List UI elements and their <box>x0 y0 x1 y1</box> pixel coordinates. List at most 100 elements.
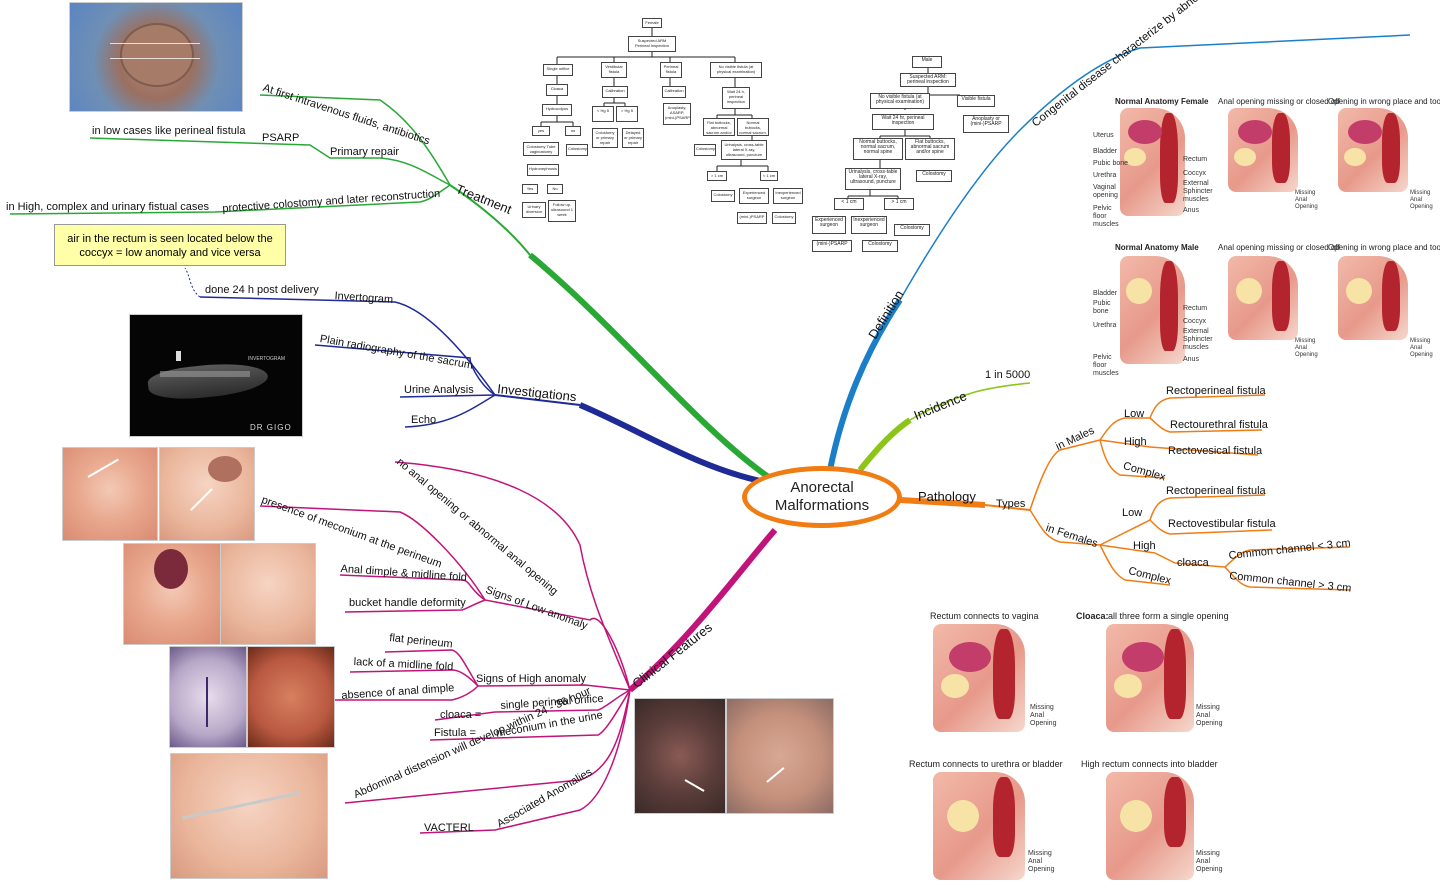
fc-normal-buttocks: Normal buttocks, normal sacrum, normal s… <box>737 118 769 136</box>
fc-male-gt-1cm: > 1 cm <box>884 198 914 210</box>
pelvis-missing-male <box>1228 256 1298 340</box>
pathology-male-high[interactable]: High <box>1124 436 1147 448</box>
fc-male-colostomy-a: Colostomy <box>916 170 952 182</box>
flat-perineum-photo <box>169 646 247 748</box>
clinical-vacterl[interactable]: VACTERL <box>424 822 474 834</box>
invertogram-note: air in the rectum is seen located below … <box>54 224 286 266</box>
branch-incidence <box>857 417 912 472</box>
treatment-low-cases[interactable]: in low cases like perineal fistula <box>92 125 246 137</box>
pelvis-rectum-urethra <box>933 772 1025 880</box>
fc-male-flat: Flat buttocks, abnormal sacrum and/or sp… <box>905 138 955 160</box>
fc-vestibular: Vestibular fistula <box>601 62 627 78</box>
pathology-label[interactable]: Pathology <box>918 489 976 504</box>
branch-treatment <box>528 252 772 481</box>
anat-title-wrong-f: Opening in wrong place and too small <box>1328 97 1440 106</box>
fc-wait-24: Wait 24 h, perineal inspection <box>722 87 750 109</box>
fc-perineal: Perineal fistula <box>660 62 682 78</box>
anat-title-male: Normal Anatomy Male <box>1115 243 1199 252</box>
lbl-urethra-m: Urethra <box>1093 322 1117 329</box>
pathology-cloaca[interactable]: cloaca <box>1177 557 1209 569</box>
pathology-male-rectourethral[interactable]: Rectourethral fistula <box>1170 419 1268 431</box>
central-topic-line2: Malformations <box>774 497 870 514</box>
fc-colostomy-b: Colostomy <box>566 144 588 156</box>
pathology-female-high[interactable]: High <box>1133 540 1156 552</box>
lbl-coccyx-m: Coccyx <box>1183 318 1206 325</box>
high-anomaly-photo <box>247 646 335 748</box>
clinical-bucket-handle[interactable]: bucket handle deformity <box>349 597 466 609</box>
xray-caption: INVERTOGRAM <box>248 356 286 362</box>
clinical-high-anomaly[interactable]: Signs of High anomaly <box>476 673 587 685</box>
fc-gt-1cm: > 1 cm <box>707 171 727 181</box>
pathology-male-rectoperineal[interactable]: Rectoperineal fistula <box>1166 385 1266 397</box>
surgery-photo <box>69 2 243 112</box>
fc-cloaca: Cloaca <box>546 84 568 96</box>
fc-male-colostomy-c: Colostomy <box>862 240 898 252</box>
lbl-pelvic-floor-f: Pelvic floor muscles <box>1093 205 1119 228</box>
fc-colostomy-primary: Colostomy or primary repair <box>592 128 618 148</box>
fc-yes-2: Yes <box>522 184 538 194</box>
fc-no-visible: No visible fistula (at physical examinat… <box>710 62 762 78</box>
central-topic[interactable]: Anorectal Malformations <box>742 466 902 528</box>
investigations-24h[interactable]: done 24 h post delivery <box>205 284 319 296</box>
branch-pathology <box>899 497 986 508</box>
lbl-anus-m: Anus <box>1183 356 1199 363</box>
fc-male-suspected: Suspected ARM: perineal inspection <box>900 73 956 87</box>
anal-dimple-photo <box>123 543 221 645</box>
treatment-psarp[interactable]: PSARP <box>262 132 300 144</box>
lbl-missing-f2: Missing Anal Opening <box>1410 190 1433 210</box>
fc-urinalysis: Urinalysis, cross-table lateral X-ray, u… <box>721 140 767 160</box>
investigations-echo[interactable]: Echo <box>411 414 437 426</box>
branch-treatment-underline <box>449 184 531 256</box>
lbl-missing-b2: Missing Anal Opening <box>1196 704 1223 727</box>
fc-male-normal: Normal buttocks, normal sacrum, normal s… <box>853 138 903 160</box>
treatment-primary-repair[interactable]: Primary repair <box>330 146 400 158</box>
lbl-sphincter-f: External Sphincter muscles <box>1183 180 1213 203</box>
fc-lt-1cm: < 1 cm <box>760 171 778 181</box>
pathology-male-rectovesical[interactable]: Rectovesical fistula <box>1168 445 1263 457</box>
anat-vagina-title: Rectum connects to vagina <box>930 611 1039 621</box>
fc-mini-psarp: (mini-)PSARP <box>737 212 767 224</box>
fc-male-anoplasty: Anoplasty or (mini-)PSARP <box>963 115 1009 133</box>
xray-image: INVERTOGRAM DR GIGO <box>129 314 303 437</box>
fc-hydronephrosis: Hydronephrosis <box>527 164 559 176</box>
anat-cloaca-title: Cloaca: <box>1076 611 1109 621</box>
lbl-pubic-f: Pubic bone <box>1093 160 1129 167</box>
lbl-missing-m1: Missing Anal Opening <box>1295 338 1318 358</box>
pathology-female-rectoperineal[interactable]: Rectoperineal fistula <box>1166 485 1266 497</box>
fc-male-mini-psarp: (mini-)PSARP <box>812 240 852 252</box>
perineum-photo-b <box>159 447 255 541</box>
lbl-missing-b3: Missing Anal Opening <box>1028 850 1055 873</box>
pathology-types[interactable]: Types <box>996 498 1026 510</box>
pelvis-wrong-male <box>1338 256 1408 340</box>
anat-title-missing-m: Anal opening missing or closed off <box>1218 243 1340 252</box>
fc-delayed-primary: Delayed or primary repair <box>622 128 644 148</box>
treatment-high-cases[interactable]: in High, complex and urinary fistual cas… <box>6 201 209 213</box>
pathology-female-low[interactable]: Low <box>1122 507 1143 519</box>
central-topic-line1: Anorectal <box>790 479 854 496</box>
anat-title-wrong-m: Opening in wrong place and too small <box>1328 243 1440 252</box>
investigations-urine[interactable]: Urine Analysis <box>404 384 474 396</box>
fc-yes: yes <box>532 126 550 136</box>
fc-colostomy-c: Colostomy <box>711 190 735 202</box>
pelvis-cloaca <box>1106 624 1194 732</box>
fc-male-wait: Wait 24 hr, perineal inspection <box>872 114 934 130</box>
clinical-cloaca-eq[interactable]: cloaca = <box>440 709 482 721</box>
fc-no: no <box>565 126 581 136</box>
cloaca-photo-a <box>634 698 726 814</box>
bucket-handle-photo <box>220 543 316 645</box>
cloaca-photo-b <box>726 698 834 814</box>
pathology-male-low[interactable]: Low <box>1124 408 1145 420</box>
fc-suspected-arm: Suspected ARM Perineal Inspection <box>628 36 676 52</box>
anat-cloaca-desc: all three form a single opening <box>1108 611 1229 621</box>
fc-male-colostomy-b: Colostomy <box>894 224 930 236</box>
branch-clinical <box>628 528 778 693</box>
lbl-sphincter-m: External Sphincter muscles <box>1183 328 1213 351</box>
fc-hydrocolpos: Hydrocolpos <box>542 104 572 116</box>
clinical-fistula-eq[interactable]: Fistula = <box>434 727 476 739</box>
incidence-value[interactable]: 1 in 5000 <box>985 369 1031 381</box>
lbl-anus-f: Anus <box>1183 207 1199 214</box>
pathology-female-rectovestibular[interactable]: Rectovestibular fistula <box>1168 518 1276 530</box>
fc-anoplasty: Anoplasty, ASARP, (mini-)PSARP <box>663 103 691 125</box>
perineum-photo-a <box>62 447 158 541</box>
lbl-pubic-m: Pubic bone <box>1093 300 1111 315</box>
